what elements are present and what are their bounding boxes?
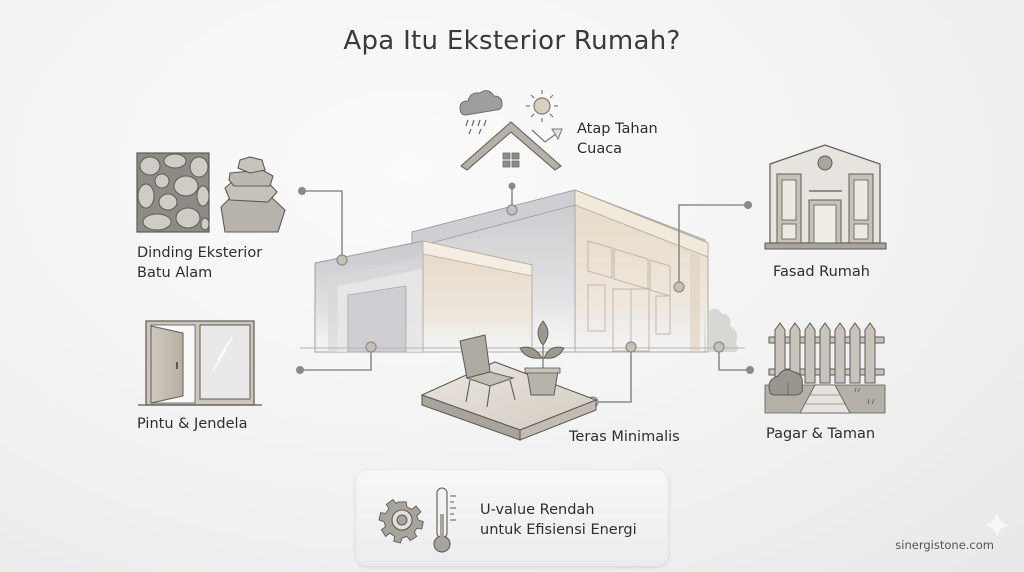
terrace-icon: [420, 320, 598, 441]
fence-garden-icon: [764, 322, 886, 414]
label-doors-windows: Pintu & Jendela: [137, 416, 248, 432]
energy-efficiency-card: U-value Rendah untuk Efisiensi Energi: [356, 470, 668, 566]
door-window-icon: [138, 320, 262, 406]
label-terrace: Teras Minimalis: [569, 429, 680, 445]
house-illustration: [300, 189, 745, 353]
gear-thermometer-icon: [378, 487, 456, 553]
label-fence-garden: Pagar & Taman: [766, 426, 876, 442]
page-title: Apa Itu Eksterior Rumah?: [343, 26, 681, 56]
website-link[interactable]: sinergistone.com: [895, 538, 994, 552]
sparkle-icon: [985, 513, 1009, 537]
roof-weather-icon: [459, 90, 563, 171]
label-facade: Fasad Rumah: [773, 264, 870, 280]
label-stone-wall: Dinding Eksterior Batu Alam: [137, 245, 263, 281]
label-roof: Atap Tahan Cuaca: [577, 121, 658, 157]
facade-icon: [764, 144, 887, 250]
stone-wall-icon: [136, 152, 286, 233]
energy-label: U-value Rendah untuk Efisiensi Energi: [480, 502, 637, 538]
